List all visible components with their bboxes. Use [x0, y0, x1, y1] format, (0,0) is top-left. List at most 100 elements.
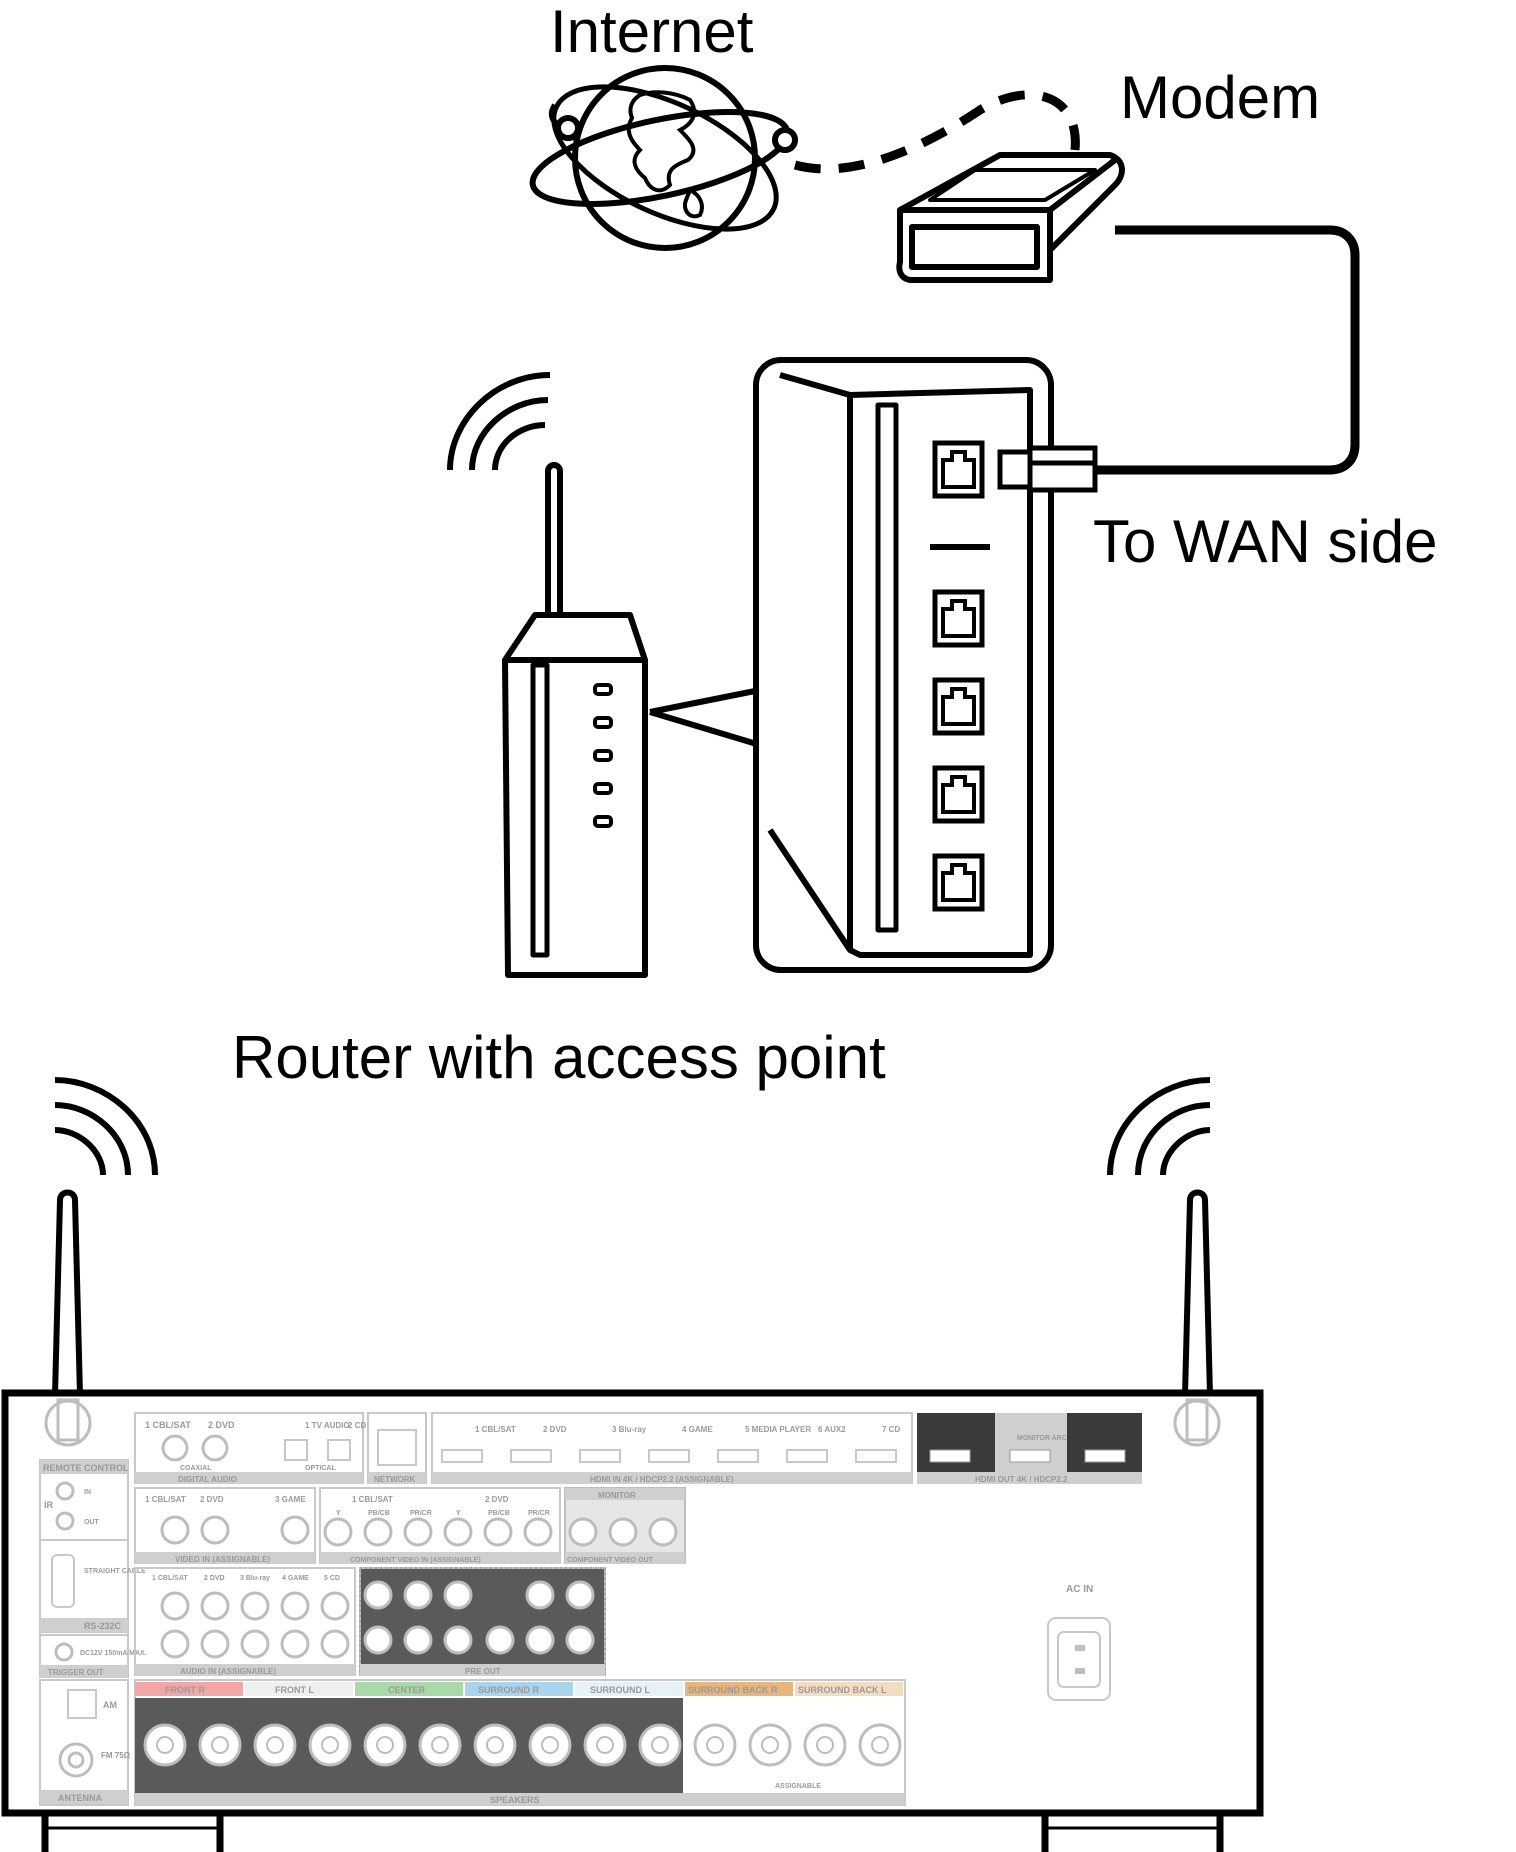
component-y-1: Y — [336, 1510, 341, 1517]
router-icon — [502, 462, 648, 978]
network-label: NETWORK — [374, 1475, 416, 1484]
straight-cable-label: STRAIGHT CABLE — [84, 1568, 146, 1575]
component-group-2: 2 DVD — [485, 1495, 509, 1504]
digital-audio-section: 1 CBL/SAT 2 DVD 1 TV AUDIO 2 CD COAXIAL … — [134, 1412, 366, 1484]
hdmi-in-5: 5 MEDIA PLAYER — [745, 1425, 811, 1434]
wan-plug — [997, 445, 1098, 493]
spk-surround-back-r: SURROUND BACK R — [688, 1685, 778, 1695]
antenna-label: ANTENNA — [58, 1793, 102, 1803]
fm-label: FM 75Ω — [101, 1751, 131, 1760]
audio-in-3: 3 Blu-ray — [240, 1575, 270, 1582]
speakers-section: FRONT R FRONT L CENTER SURROUND R SURROU… — [134, 1679, 906, 1806]
modem-label: Modem — [1120, 64, 1320, 131]
component-y-2: Y — [456, 1510, 461, 1517]
ac-in-section: AC IN — [1047, 1584, 1111, 1701]
video-in-1: 1 CBL/SAT — [145, 1495, 186, 1504]
video-in-3: 3 GAME — [275, 1495, 306, 1504]
dig-in-4: 2 CD — [348, 1421, 366, 1430]
speakers-label: SPEAKERS — [490, 1795, 540, 1805]
modem-icon — [896, 152, 1125, 283]
antenna-base-left — [44, 1398, 92, 1447]
dc12v-label: DC12V 150mA MAX. — [80, 1650, 147, 1657]
audio-in-5: 5 CD — [324, 1575, 340, 1582]
component-pr-1: PR/CR — [410, 1510, 432, 1517]
ir-out-label: OUT — [84, 1519, 100, 1526]
trigger-out-label: TRIGGER OUT — [48, 1668, 104, 1677]
router-label: Router with access point — [232, 1024, 886, 1091]
wan-port — [932, 440, 985, 499]
audio-in-1: 1 CBL/SAT — [152, 1575, 188, 1582]
spk-front-l: FRONT L — [275, 1685, 314, 1695]
hdmi-in-4: 4 GAME — [682, 1425, 713, 1434]
antenna-base-right — [1173, 1398, 1221, 1447]
router-wifi-icon — [447, 372, 551, 471]
coaxial-label: COAXIAL — [180, 1465, 212, 1472]
hdmi-in-section: 1 CBL/SAT 2 DVD 3 Blu-ray 4 GAME 5 MEDIA… — [431, 1412, 913, 1484]
remote-control-section: REMOTE CONTROL IR IN OUT STRAIGHT CABLE … — [39, 1459, 146, 1636]
monitor-arc-label: MONITOR ARC — [1017, 1435, 1067, 1442]
pre-out-section: PRE OUT — [359, 1567, 606, 1676]
component-in-section: 1 CBL/SAT 2 DVD Y PB/CB PR/CR Y PB/CB PR… — [319, 1487, 561, 1564]
digital-audio-label: DIGITAL AUDIO — [178, 1475, 237, 1484]
receiver-foot-right — [1041, 1813, 1224, 1852]
spk-front-r: FRONT R — [165, 1685, 205, 1695]
receiver-foot-left — [41, 1813, 224, 1852]
rs232c-label: RS-232C — [84, 1621, 122, 1631]
hdmi-in-7: 7 CD — [882, 1425, 900, 1434]
ir-label: IR — [44, 1500, 54, 1510]
component-pb-1: PB/CB — [368, 1510, 390, 1517]
hdmi-in-label: HDMI IN 4K / HDCP2.2 (ASSIGNABLE) — [590, 1475, 734, 1484]
router-callout-pointer — [649, 687, 761, 748]
optical-label: OPTICAL — [305, 1465, 336, 1472]
remote-control-label: REMOTE CONTROL — [43, 1463, 129, 1473]
hdmi-in-2: 2 DVD — [543, 1425, 567, 1434]
lan-port-2 — [932, 677, 985, 736]
lan-port-3 — [932, 765, 985, 824]
component-in-label: COMPONENT VIDEO IN (ASSIGNABLE) — [350, 1557, 481, 1564]
lan-port-1 — [932, 589, 985, 648]
hdmi-in-1: 1 CBL/SAT — [475, 1425, 516, 1434]
receiver-antenna-left — [51, 1189, 84, 1398]
receiver-wifi-left-icon — [54, 1077, 158, 1176]
audio-in-4: 4 GAME — [282, 1575, 309, 1582]
dig-in-3: 1 TV AUDIO — [305, 1421, 350, 1430]
ir-in-label: IN — [84, 1489, 91, 1496]
component-pr-2: PR/CR — [528, 1510, 550, 1517]
spk-surround-back-l: SURROUND BACK L — [798, 1685, 887, 1695]
video-in-section: 1 CBL/SAT 2 DVD 3 GAME VIDEO IN (ASSIGNA… — [134, 1487, 316, 1564]
assignable-small-label: ASSIGNABLE — [775, 1783, 821, 1790]
globe-icon — [529, 65, 798, 251]
pre-out-label: PRE OUT — [465, 1667, 501, 1676]
antenna-section: AM FM 75Ω ANTENNA — [39, 1679, 131, 1806]
hdmi-out-section: MONITOR ARC HDMI OUT 4K / HDCP2.2 — [917, 1413, 1142, 1484]
spk-center: CENTER — [388, 1685, 426, 1695]
video-in-2: 2 DVD — [200, 1495, 224, 1504]
network-section: NETWORK — [367, 1412, 427, 1484]
component-out-label: COMPONENT VIDEO OUT — [567, 1557, 654, 1564]
internet-modem-link — [793, 90, 1080, 174]
spk-surround-r: SURROUND R — [478, 1685, 540, 1695]
modem-router-cable — [1090, 225, 1360, 475]
video-in-label: VIDEO IN (ASSIGNABLE) — [175, 1555, 270, 1564]
hdmi-in-3: 3 Blu-ray — [612, 1425, 647, 1434]
audio-in-section: 1 CBL/SAT 2 DVD 3 Blu-ray 4 GAME 5 CD AU… — [134, 1567, 356, 1676]
component-out-section: MONITOR COMPONENT VIDEO OUT — [564, 1487, 686, 1564]
dig-in-2: 2 DVD — [208, 1420, 235, 1430]
trigger-out-section: DC12V 150mA MAX. TRIGGER OUT — [39, 1634, 147, 1678]
hdmi-in-6: 6 AUX2 — [818, 1425, 846, 1434]
internet-label: Internet — [550, 0, 754, 65]
component-group-1: 1 CBL/SAT — [352, 1495, 393, 1504]
receiver-antenna-right — [1181, 1189, 1214, 1398]
receiver-wifi-right-icon — [1107, 1077, 1211, 1176]
dig-in-1: 1 CBL/SAT — [145, 1420, 191, 1430]
component-pb-2: PB/CB — [488, 1510, 510, 1517]
hdmi-out-label: HDMI OUT 4K / HDCP2.2 — [975, 1475, 1068, 1484]
spk-surround-l: SURROUND L — [590, 1685, 651, 1695]
monitor-label: MONITOR — [598, 1491, 636, 1500]
am-label: AM — [103, 1700, 117, 1710]
audio-in-2: 2 DVD — [204, 1575, 225, 1582]
audio-in-label: AUDIO IN (ASSIGNABLE) — [180, 1667, 276, 1676]
ac-in-label: AC IN — [1066, 1584, 1093, 1595]
wan-side-label: To WAN side — [1093, 508, 1438, 575]
